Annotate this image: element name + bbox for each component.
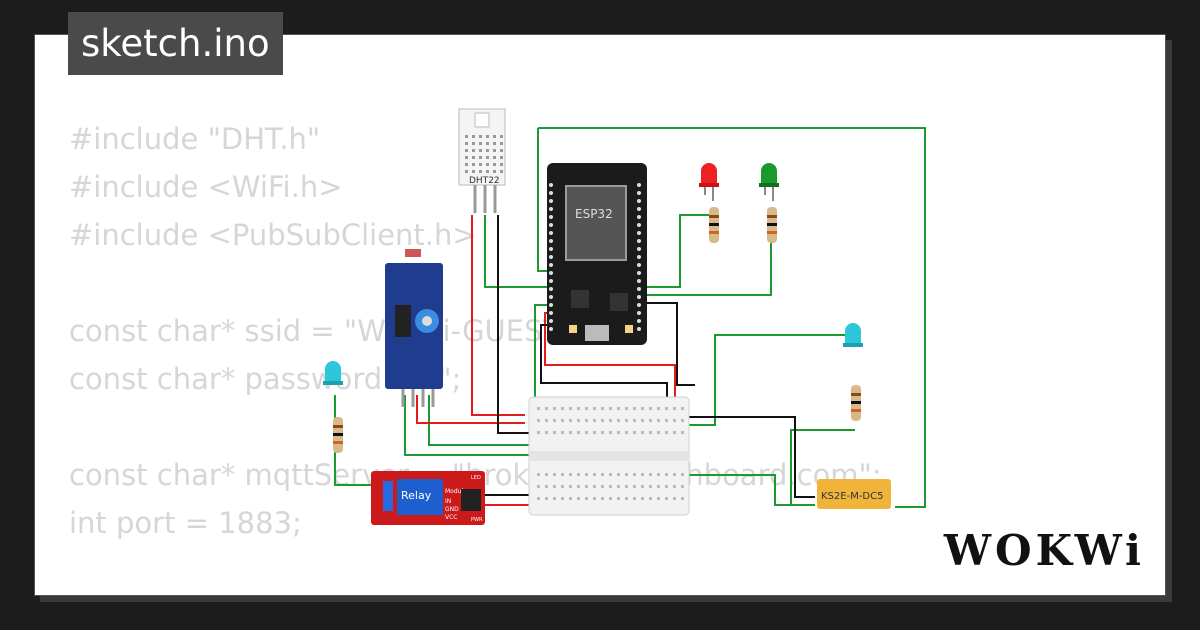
ks2e-label: KS2E-M-DC5 (821, 491, 883, 502)
svg-text:PWR: PWR (471, 517, 483, 523)
code-line: WiFiClient espClient; (69, 595, 882, 596)
code-line: const char* ssid = "Wokwi-GUEST"; (69, 314, 584, 348)
circuit-diagram: DHT22 ESP32 (323, 108, 926, 525)
resistors (333, 207, 861, 453)
led-cyan-left (323, 361, 343, 385)
esp32-label: ESP32 (575, 207, 613, 221)
file-name-tab: sketch.ino (68, 12, 283, 75)
breadboard (528, 396, 690, 516)
dht22-label: DHT22 (469, 176, 500, 186)
code-background: #include "DHT.h" #include <WiFi.h> #includ… (69, 115, 882, 596)
code-line: int port = 1883; (69, 506, 302, 540)
dht22-sensor: DHT22 (458, 108, 506, 213)
code-line: #include "DHT.h" (69, 122, 321, 156)
preview-card: #include "DHT.h" #include <WiFi.h> #includ… (34, 34, 1166, 596)
relay-label: Relay (401, 489, 432, 502)
svg-text:Module: Module (445, 488, 467, 495)
ldr-module (385, 249, 443, 407)
svg-text:LED: LED (471, 475, 481, 481)
code-line: #include <WiFi.h> (69, 170, 343, 204)
esp32-board: ESP32 (547, 163, 647, 345)
led-cyan-right (843, 323, 863, 347)
ks2e-relay: KS2E-M-DC5 (817, 479, 891, 509)
svg-text:IN: IN (445, 498, 451, 505)
led-red (699, 163, 719, 201)
led-green (759, 163, 779, 201)
wokwi-logo: WOKWi (943, 526, 1145, 575)
svg-text:GND: GND (445, 506, 459, 513)
code-line: #include <PubSubClient.h> (69, 218, 477, 252)
svg-text:VCC: VCC (445, 514, 457, 521)
relay-module: Relay Module IN GND VCC LED PWR (371, 471, 485, 525)
